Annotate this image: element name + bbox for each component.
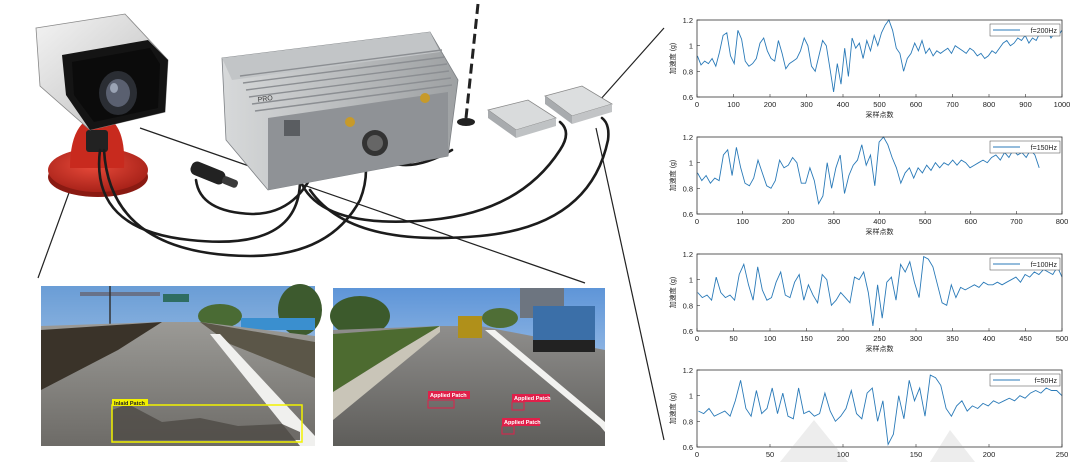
series-line	[698, 374, 1063, 446]
road-image-applied: Applied Patch Applied Patch Applied Patc…	[330, 288, 605, 446]
callout-lines	[37, 27, 665, 441]
plot-frame	[696, 369, 1063, 448]
x-tick-label: 350	[946, 334, 959, 343]
x-tick-label: 250	[873, 334, 886, 343]
legend-label: f=150Hz	[1031, 145, 1058, 152]
detection-label-applied-1: Applied Patch	[430, 393, 467, 399]
legend-box	[989, 140, 1061, 154]
y-tick-label: 1	[689, 392, 693, 401]
y-tick-label: 1.2	[683, 366, 693, 375]
x-tick-label: 400	[837, 100, 850, 109]
legend-box	[989, 23, 1061, 37]
y-axis-label: 加速度 (g)	[668, 160, 677, 192]
x-axis-label: 采样点数	[866, 110, 894, 119]
x-tick-label: 1000	[1054, 100, 1071, 109]
x-tick-label: 0	[695, 217, 699, 226]
cigarette-lighter-plug	[190, 161, 239, 188]
x-tick-label: 800	[1056, 217, 1069, 226]
unit-brand-label: PRO	[257, 95, 274, 104]
y-tick-label: 0.6	[683, 210, 693, 219]
x-tick-label: 150	[800, 334, 813, 343]
x-tick-label: 200	[782, 217, 795, 226]
x-tick-label: 600	[964, 217, 977, 226]
x-tick-label: 800	[983, 100, 996, 109]
detection-label-inlaid: Inlaid Patch	[114, 401, 146, 407]
processing-unit: PRO	[221, 31, 459, 191]
x-tick-label: 700	[946, 100, 959, 109]
detection-label-applied-3: Applied Patch	[504, 420, 541, 426]
chart-1: 0.6 0.8 1 1.2 0 100 200 300 400 500 600 700 800 加速度 (…	[668, 133, 1068, 236]
x-tick-label: 50	[729, 334, 737, 343]
chart-3: 0.6 0.8 1 1.2 0 50 100 150 200 250 加速度 (g) f=50Hz	[668, 366, 1068, 459]
x-tick-label: 100	[764, 334, 777, 343]
series-line	[697, 255, 1063, 326]
chart-0: 0.6 0.8 1 1.2 0 100 200 300 400 500 600 700 800 900 10…	[668, 16, 1070, 119]
x-tick-label: 700	[1010, 217, 1023, 226]
y-tick-label: 0.6	[683, 327, 693, 336]
x-tick-label: 150	[910, 450, 923, 459]
road-image-inlaid: Inlaid Patch	[41, 284, 322, 446]
x-tick-label: 400	[873, 217, 886, 226]
x-tick-label: 100	[727, 100, 740, 109]
legend-box	[989, 373, 1061, 387]
watermark	[780, 420, 975, 462]
series-line	[697, 136, 1040, 206]
legend-label: f=50Hz	[1035, 378, 1058, 385]
y-axis-label: 加速度 (g)	[668, 277, 677, 309]
x-tick-label: 450	[1019, 334, 1032, 343]
x-tick-label: 300	[828, 217, 841, 226]
y-tick-label: 0.8	[683, 417, 693, 426]
x-tick-label: 200	[837, 334, 850, 343]
y-tick-label: 1	[689, 159, 693, 168]
y-tick-label: 0.6	[683, 443, 693, 452]
x-tick-label: 50	[766, 450, 774, 459]
legend-box	[989, 257, 1061, 271]
x-tick-label: 0	[695, 100, 699, 109]
y-tick-label: 0.8	[683, 184, 693, 193]
y-tick-label: 0.8	[683, 301, 693, 310]
detection-tag-inlaid	[112, 399, 148, 406]
detection-tag-applied-1	[428, 391, 470, 399]
x-tick-label: 300	[910, 334, 923, 343]
y-axis-label: 加速度 (g)	[668, 393, 677, 425]
x-tick-label: 0	[695, 450, 699, 459]
legend-label: f=100Hz	[1031, 262, 1058, 269]
detection-tag-applied-3	[502, 418, 540, 426]
x-tick-label: 100	[837, 450, 850, 459]
x-tick-label: 400	[983, 334, 996, 343]
x-tick-label: 600	[910, 100, 923, 109]
x-tick-label: 300	[800, 100, 813, 109]
x-tick-label: 100	[736, 217, 749, 226]
x-tick-label: 250	[1056, 450, 1069, 459]
x-tick-label: 500	[919, 217, 932, 226]
x-tick-label: 500	[873, 100, 886, 109]
x-tick-label: 200	[764, 100, 777, 109]
detection-tag-applied-2	[512, 394, 550, 402]
detection-label-applied-2: Applied Patch	[514, 396, 551, 402]
x-tick-label: 0	[695, 334, 699, 343]
camera-device	[35, 13, 169, 197]
y-axis-label: 加速度 (g)	[668, 43, 677, 75]
x-axis-label: 采样点数	[866, 227, 894, 236]
legend-label: f=200Hz	[1031, 28, 1058, 35]
y-tick-label: 0.8	[683, 67, 693, 76]
converter-modules	[487, 85, 613, 138]
y-tick-label: 1.2	[683, 16, 693, 25]
antenna	[457, 3, 480, 126]
y-tick-label: 1	[689, 276, 693, 285]
y-tick-label: 1	[689, 42, 693, 51]
x-tick-label: 200	[983, 450, 996, 459]
x-tick-label: 900	[1019, 100, 1032, 109]
y-tick-label: 1.2	[683, 133, 693, 142]
x-axis-label: 采样点数	[866, 344, 894, 353]
y-tick-label: 0.6	[683, 93, 693, 102]
x-tick-label: 500	[1056, 334, 1069, 343]
chart-2: 0.6 0.8 1 1.2 0 50 100 150 200 250 300 350 400 450 500…	[668, 250, 1068, 353]
series-line	[696, 19, 1063, 92]
y-tick-label: 1.2	[683, 250, 693, 259]
